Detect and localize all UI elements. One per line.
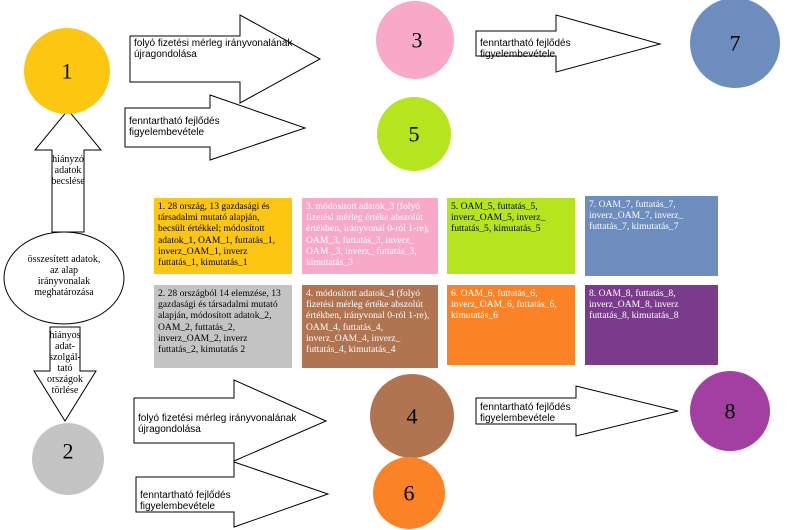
arrow-2-to-4-label-line1: folyó fizetési mérleg irányvonalának — [138, 413, 297, 424]
circle-2-label: 2 — [63, 439, 74, 464]
circle-4 — [370, 374, 454, 458]
arrow-down-label-line3: szolgál- — [49, 352, 81, 363]
circle-5 — [377, 97, 451, 171]
circle-3 — [376, 1, 454, 79]
arrow-down-label-line6: törlése — [52, 385, 79, 396]
box-5: 5. OAM_5, futtatás_5, inverz_OAM_5, inve… — [447, 198, 575, 274]
box-8: 8. OAM_8, futtatás_8, inverz_OAM_8, inve… — [585, 285, 718, 365]
center-ellipse — [3, 231, 125, 325]
circle-4-label: 4 — [407, 404, 418, 429]
box-2: 2. 28 országból 14 elemzése, 13 gazdaság… — [154, 285, 292, 368]
arrow-2-to-4-label-line2: újragondolása — [138, 424, 201, 435]
arrow-down-label-line2: adat- — [55, 341, 75, 352]
arrow-3-to-7 — [475, 14, 662, 73]
circle-6-label: 6 — [404, 481, 415, 506]
circle-2 — [32, 423, 104, 495]
arrow-4-to-8 — [475, 385, 679, 437]
arrow-down-label-line1: hiányos — [49, 330, 80, 341]
box-7: 7. OAM_7, futtatás_7, inverz_OAM_7, inve… — [585, 196, 718, 276]
circle-1 — [24, 28, 110, 114]
circle-8-label: 8 — [725, 399, 736, 424]
circle-7-label: 7 — [730, 31, 741, 56]
arrow-2-to-6 — [135, 461, 330, 528]
arrow-2-to-6-label-line2: figyelembevétele — [140, 501, 215, 512]
circle-3-label: 3 — [412, 28, 423, 53]
arrow-1-to-5-label-line1: fenntartható fejlődés — [129, 116, 220, 127]
circle-6 — [373, 457, 445, 529]
arrow-down-label-line4: tató — [58, 363, 73, 374]
box-6: 6. OAM_6, futtatás_6, inverz_OAM_6, futt… — [447, 285, 575, 365]
circle-8 — [690, 371, 770, 451]
arrow-1-to-5 — [124, 94, 307, 161]
circle-7 — [690, 0, 780, 88]
arrow-down-to-2 — [33, 326, 97, 422]
arrow-2-to-6-label-line1: fenntartható fejlődés — [140, 490, 231, 501]
arrow-2-to-4 — [133, 379, 328, 462]
arrow-1-to-3 — [129, 14, 322, 104]
arrow-up-label-line2: adatok — [55, 165, 82, 176]
center-ellipse-line1: összesített adatok, — [28, 254, 101, 265]
svg-text:folyó fizetési mérleg irányvon: folyó fizetési mérleg irányvonalánakújra… — [134, 38, 293, 60]
box-3: 3. módosított adatok_3 (folyó fizetési m… — [302, 198, 438, 274]
arrow-up-label-line3: becslése — [51, 176, 85, 187]
arrow-4-to-8-label-line1: fenntartható fejlődés — [480, 402, 571, 413]
center-ellipse-line2: az alap — [50, 265, 78, 276]
center-ellipse-line4: meghatározása — [34, 287, 94, 298]
box-1: 1. 28 ország, 13 gazdasági és társadalmi… — [154, 198, 292, 274]
arrow-3-to-7-label-line2: figyelembevétele — [480, 49, 555, 60]
arrow-down-label-line5: országok — [47, 374, 83, 385]
circle-5-label: 5 — [409, 122, 420, 147]
arrow-1-to-3-label-line2: újragondolása — [134, 49, 197, 60]
center-ellipse-line3: irányvonalak — [38, 276, 90, 287]
box-4: 4. módosított adatok_4 (folyó fizetési m… — [302, 285, 438, 368]
arrow-up-label-line1: hiányzó — [52, 154, 84, 165]
svg-text:folyó fizetési mérleg irányvon: folyó fizetési mérleg irányvonalánakújra… — [138, 413, 297, 435]
arrow-1-to-3-label-line1: folyó fizetési mérleg irányvonalának — [134, 38, 293, 49]
arrow-3-to-7-label-line1: fenntartható fejlődés — [480, 38, 571, 49]
circle-1-label: 1 — [62, 59, 73, 84]
arrow-1-to-5-label-line2: figyelembevétele — [129, 127, 204, 138]
arrow-4-to-8-label-line2: figyelembevétele — [480, 413, 555, 424]
